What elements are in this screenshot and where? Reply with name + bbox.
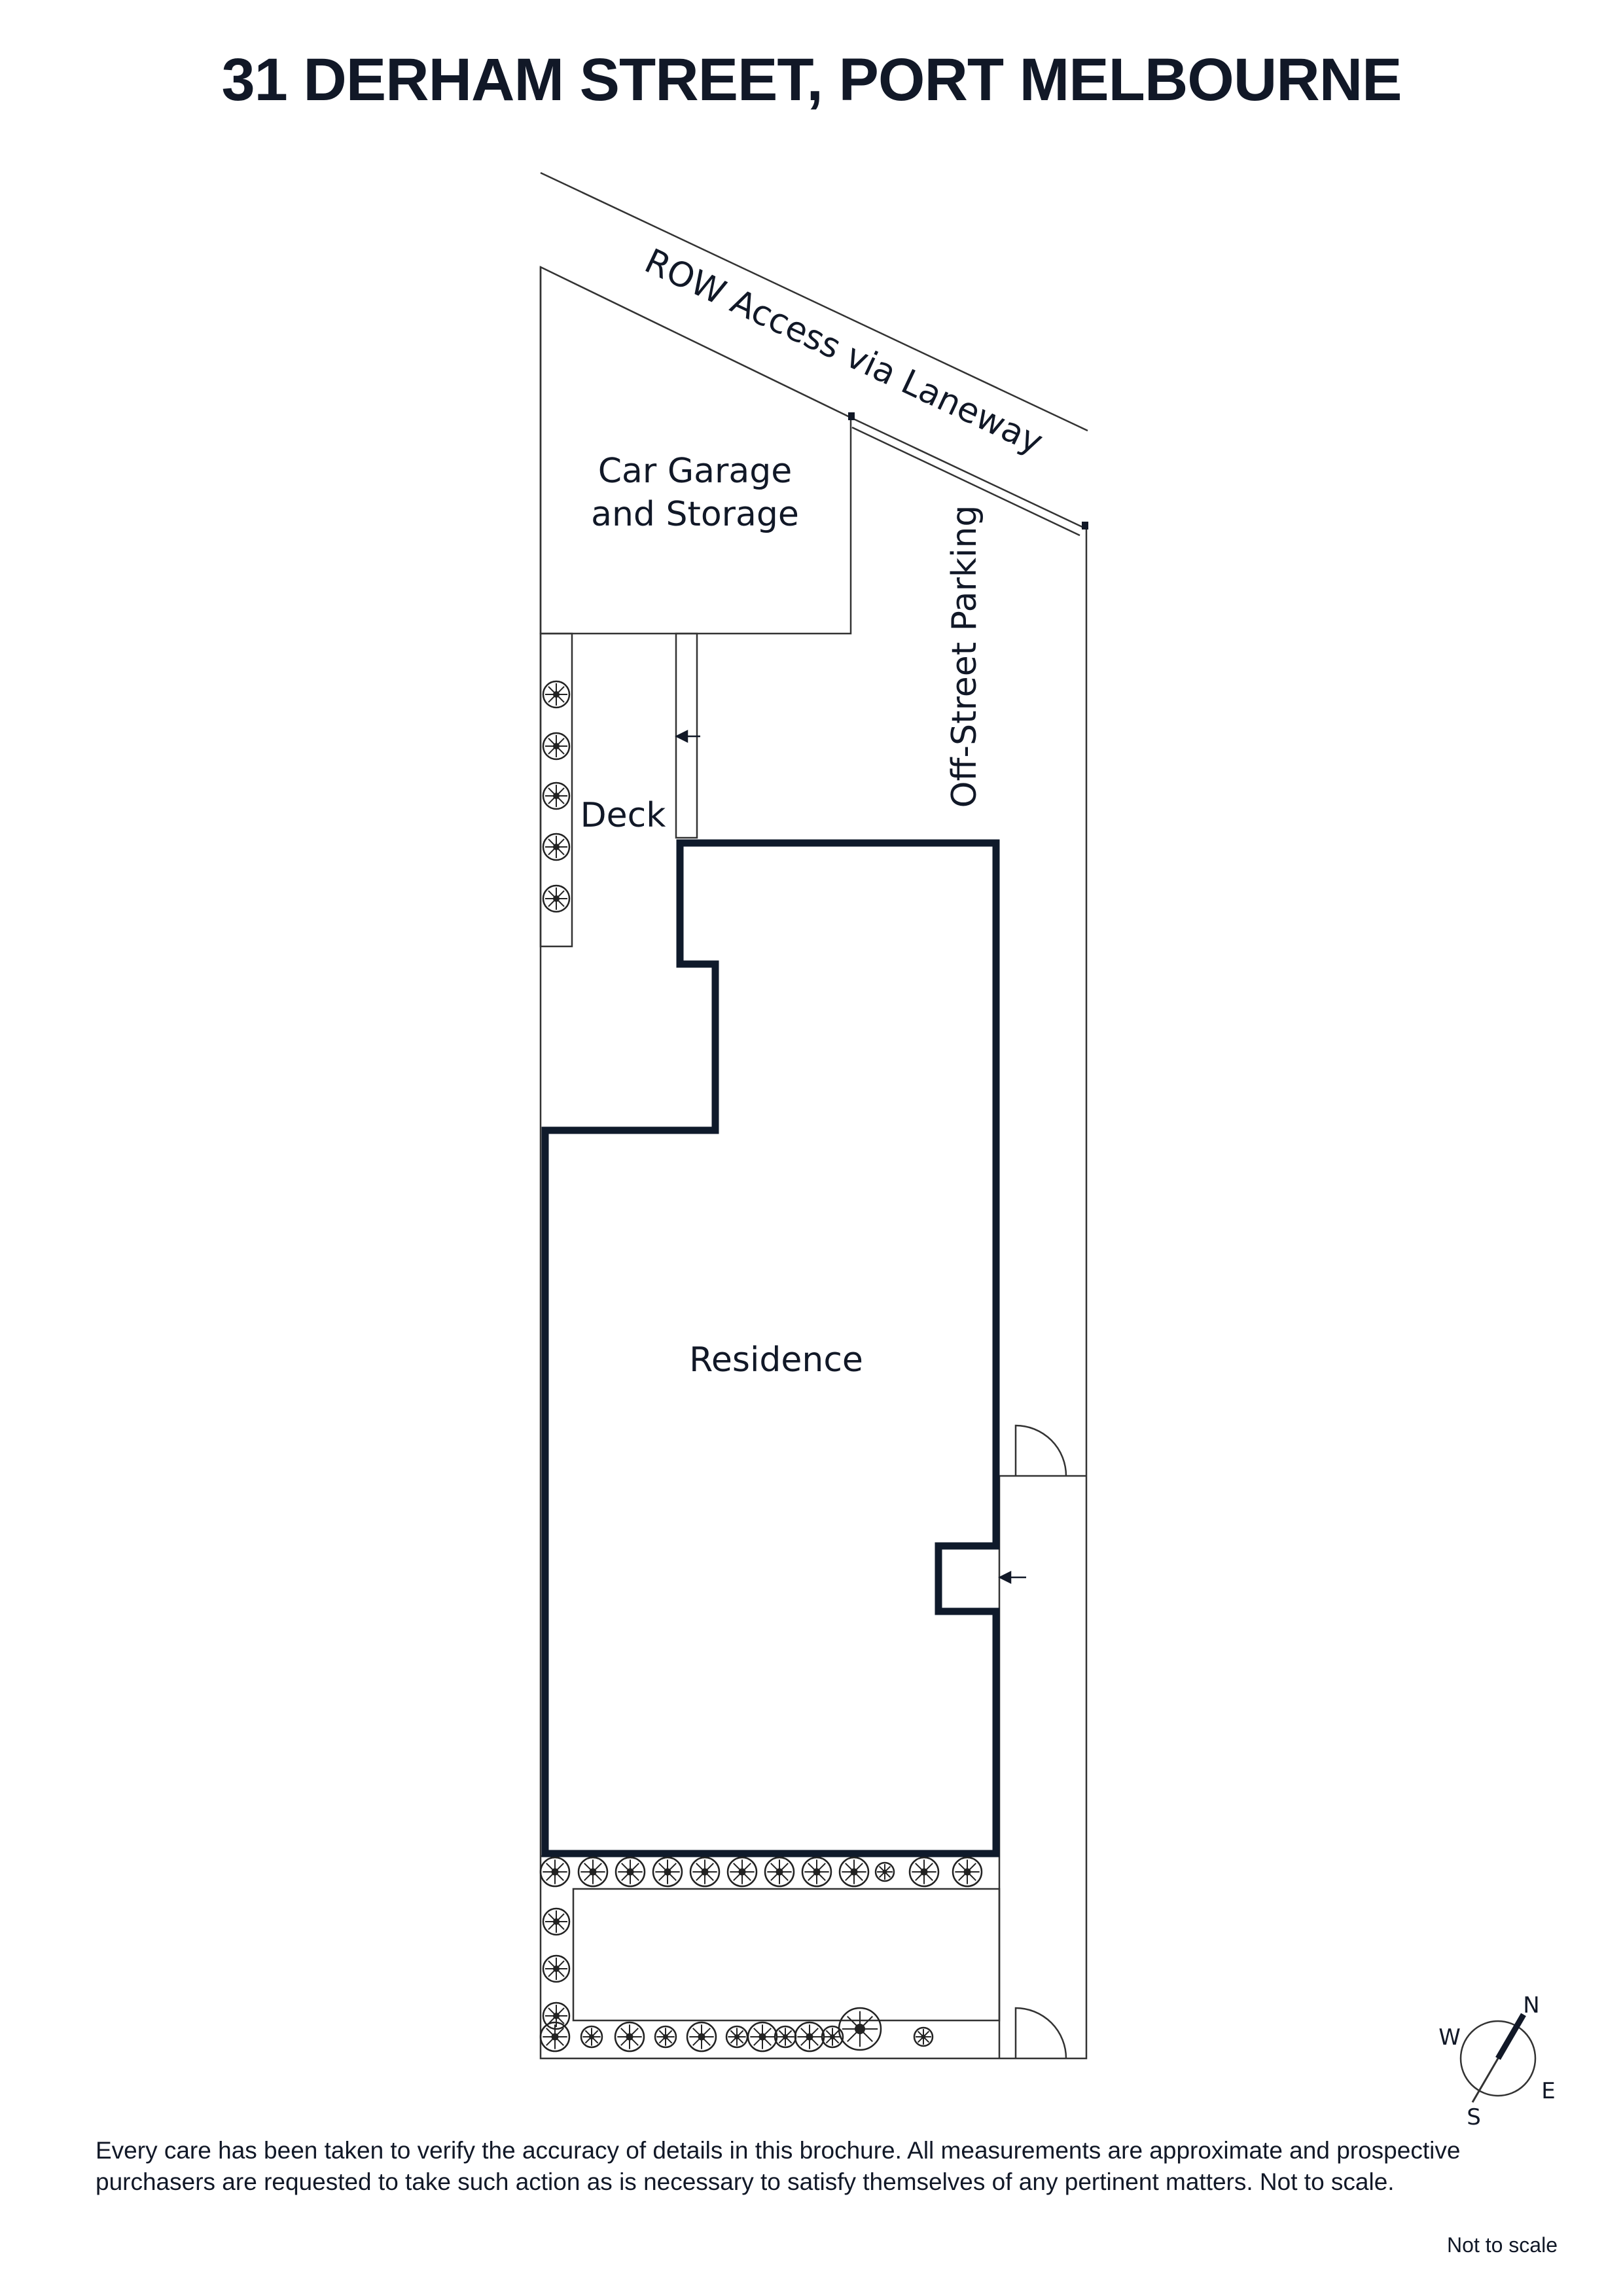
garage-label: Car Garage — [598, 452, 793, 491]
shrub-icon — [577, 1856, 609, 1888]
scale-note: Not to scale — [1447, 2233, 1558, 2257]
shrub-icon — [542, 1907, 571, 1936]
shrub-icon — [838, 1856, 870, 1888]
front-gate-door — [1014, 2007, 1067, 2059]
rear-gate — [850, 416, 1087, 530]
shrub-icon — [542, 680, 571, 709]
residence-label: Residence — [689, 1340, 863, 1380]
shrub-icon — [726, 1856, 758, 1888]
shrub-icon — [652, 1856, 683, 1888]
shrub-icon — [908, 1856, 940, 1888]
shrub-icon — [874, 1861, 895, 1882]
shrub-icon — [542, 732, 571, 761]
page-title: 31 DERHAM STREET, PORT MELBOURNE — [221, 46, 1402, 113]
shrub-icon — [952, 1856, 983, 1888]
garage-outline — [539, 266, 852, 635]
shrub-icon — [580, 2025, 603, 2049]
compass-north: N — [1523, 1992, 1539, 2018]
shrub-icon — [689, 1856, 721, 1888]
shrub-icon — [542, 833, 571, 861]
front-lawn — [572, 1888, 1001, 2022]
shrub-icon — [542, 884, 571, 913]
shrub-icon — [794, 2021, 825, 2053]
property-boundary — [539, 267, 1088, 2060]
residence-walls — [541, 839, 1000, 1857]
shrub-icon — [913, 2026, 934, 2047]
shrub-icon — [725, 2025, 749, 2049]
garage-label-line2: and Storage — [591, 495, 799, 534]
compass-west: W — [1438, 2024, 1461, 2051]
shrub-icon — [764, 1856, 795, 1888]
compass-east: E — [1541, 2078, 1555, 2104]
shrub-icon — [542, 2001, 571, 2030]
shrub-icon — [654, 2025, 677, 2049]
shrub-icon — [539, 2021, 571, 2053]
shrub-icon — [542, 781, 571, 810]
shrub-icon — [686, 2021, 717, 2053]
compass-icon — [1459, 2020, 1537, 2097]
shrub-icon — [615, 1856, 646, 1888]
shrub-icon — [539, 1856, 571, 1888]
side-gate-door — [1014, 1424, 1067, 1477]
deck-label: Deck — [580, 796, 666, 835]
parking-label: Off-Street Parking — [945, 505, 984, 808]
shrub-icon — [838, 2007, 882, 2051]
shrub-icon — [747, 2021, 778, 2053]
compass: N W E S — [1438, 1992, 1556, 2130]
row-access-label: ROW Access via Laneway — [639, 242, 1048, 462]
shrub-icon — [801, 1856, 832, 1888]
deck-planter — [539, 632, 573, 948]
compass-south: S — [1467, 2104, 1481, 2130]
disclaimer-text: Every care has been taken to verify the … — [96, 2137, 1461, 2195]
entry-arrows — [675, 729, 1026, 1585]
shrub-icon — [614, 2021, 645, 2053]
garden-plants — [539, 680, 983, 2053]
shrub-icon — [774, 2025, 797, 2049]
shrub-icon — [542, 1954, 571, 1983]
laneway-boundary — [540, 171, 1088, 432]
